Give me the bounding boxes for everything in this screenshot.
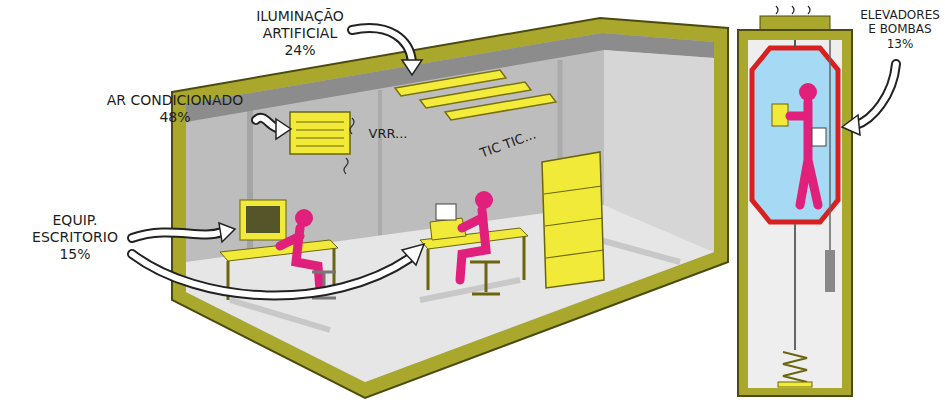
arrow-outline [132,254,410,295]
room-frame [172,18,728,398]
typewriter-desk [420,152,604,294]
paper [812,128,826,146]
arrow-body [352,28,412,62]
air-conditioner [290,112,354,174]
monitor [240,200,286,240]
arrow-outline [256,118,278,128]
elevator-cabin [752,48,838,222]
arrow-body [256,118,278,128]
callout-label: EQUIP. ESCRITORIO 15% [25,212,125,262]
arrow-head [842,115,860,135]
noise-lines [344,118,354,174]
button-panel [772,104,788,126]
callout-arrows [132,28,896,295]
arrow-outline [132,232,222,238]
cable [794,224,796,350]
ac-grille [296,122,344,146]
ac-unit [290,112,350,154]
shaft-inside [748,40,842,388]
light-tube [445,94,556,120]
callout-label: AR CONDICIONADO 48% [100,92,250,126]
arrow-body [132,254,410,295]
arrow-head [402,60,422,75]
arrow-head [219,223,235,242]
paper [436,204,456,220]
heat-lines [776,6,810,14]
arrow-head [402,244,424,265]
person-body [460,210,486,280]
spring [783,352,807,382]
shaft-frame [738,30,852,396]
person-body [280,228,320,290]
cabinet-drawer [544,186,604,258]
wall-shade [378,90,382,235]
callout-label: ILUMINAÇÃO ARTIFICIAL 24% [250,8,350,58]
back-wall [186,33,714,382]
elevator-shaft [738,6,852,396]
cable [829,40,831,250]
monitor-screen [246,206,280,233]
arrow-body [856,64,896,125]
counterweight [825,250,835,292]
computer-desk [220,200,338,300]
arrow-body [132,232,222,238]
ceiling-lights [395,70,556,120]
callout-label: ELEVADORES E BOMBAS 13% [859,8,941,51]
room [172,18,728,398]
chair [470,262,500,294]
sound-effect: VRR... [358,126,418,142]
arrow-head [276,119,291,139]
arrow-outline [856,64,896,125]
person-body [790,102,818,205]
filing-cabinet [542,152,604,288]
arrow-outline [352,28,412,62]
spring-base [778,382,812,387]
cable [794,40,796,48]
